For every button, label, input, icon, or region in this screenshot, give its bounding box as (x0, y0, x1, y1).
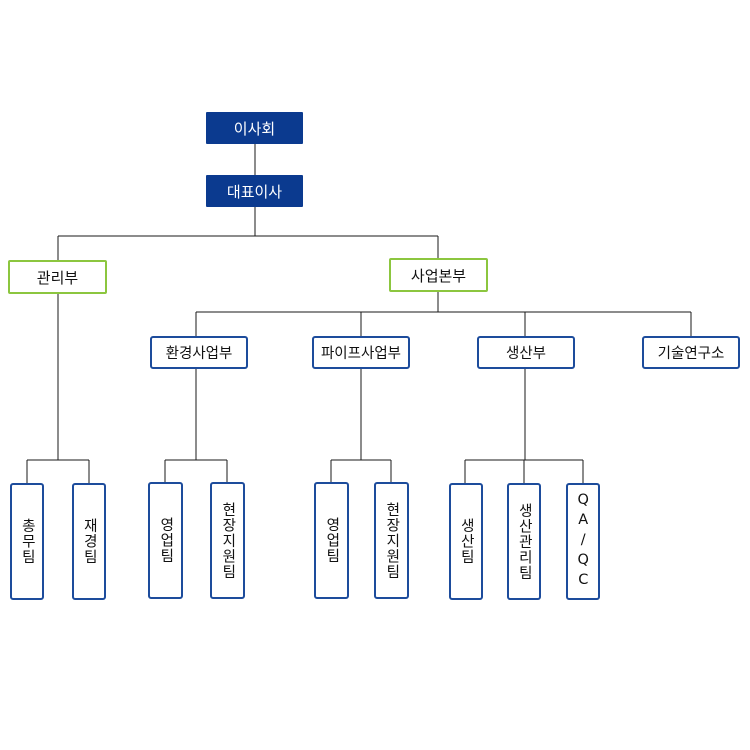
pipe-site-support-team-box: 현장지원팀 (374, 482, 409, 599)
team-label: QA/QC (575, 491, 592, 592)
team-label: 재경팀 (81, 518, 98, 565)
production-dept-label: 생산부 (505, 346, 547, 362)
ceo-box: 대표이사 (206, 175, 303, 207)
team-label: 영업팀 (323, 517, 340, 564)
admin-dept-box: 관리부 (8, 260, 107, 294)
qa-qc-team-box: QA/QC (566, 483, 600, 600)
research-lab-box: 기술연구소 (642, 336, 740, 369)
business-hq-label: 사업본부 (410, 266, 467, 285)
team-label: 영업팀 (157, 517, 174, 564)
research-lab-label: 기술연구소 (657, 346, 725, 362)
production-dept-box: 생산부 (477, 336, 575, 369)
env-site-support-team-box: 현장지원팀 (210, 482, 245, 599)
env-dept-label: 환경사업부 (165, 346, 233, 362)
team-label: 생산관리팀 (516, 502, 533, 581)
general-affairs-team-box: 총무팀 (10, 483, 44, 600)
team-label: 생산팀 (458, 518, 475, 565)
production-control-team-box: 생산관리팀 (507, 483, 541, 600)
board-label: 이사회 (233, 119, 276, 138)
team-label: 현장지원팀 (383, 501, 400, 580)
team-label: 현장지원팀 (219, 501, 236, 580)
admin-dept-label: 관리부 (36, 268, 79, 287)
board-box: 이사회 (206, 112, 303, 144)
ceo-label: 대표이사 (226, 182, 283, 201)
pipe-dept-box: 파이프사업부 (312, 336, 410, 369)
pipe-sales-team-box: 영업팀 (314, 482, 349, 599)
env-dept-box: 환경사업부 (150, 336, 248, 369)
env-sales-team-box: 영업팀 (148, 482, 183, 599)
production-team-box: 생산팀 (449, 483, 483, 600)
team-label: 총무팀 (19, 518, 36, 565)
pipe-dept-label: 파이프사업부 (320, 346, 402, 362)
business-hq-box: 사업본부 (389, 258, 488, 292)
finance-team-box: 재경팀 (72, 483, 106, 600)
